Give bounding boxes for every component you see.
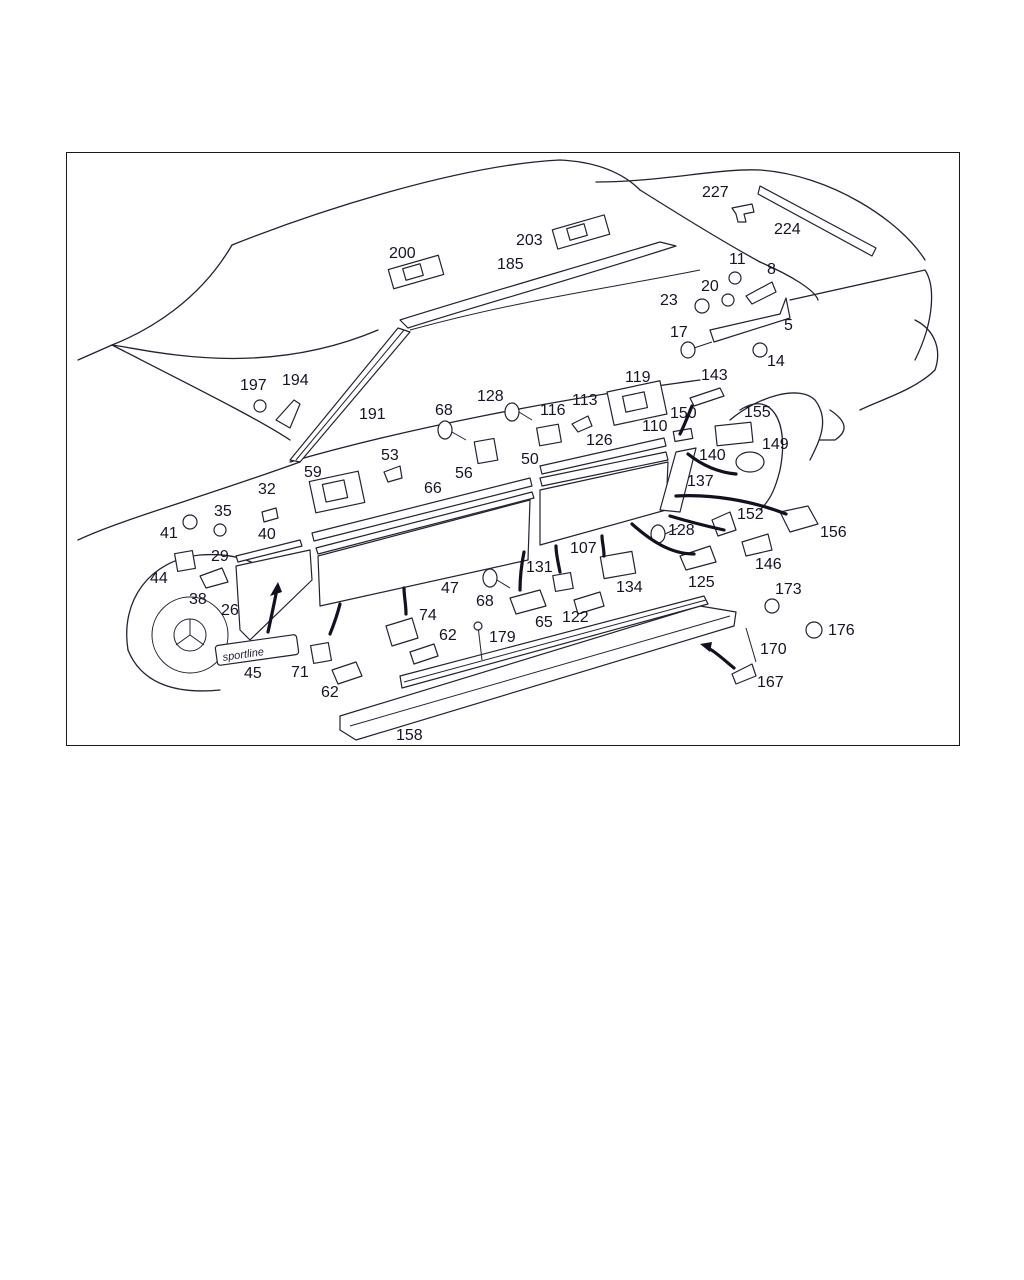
callout-65: 65 [535, 614, 553, 631]
leader-arrows [266, 404, 788, 670]
callout-20: 20 [701, 278, 719, 295]
callout-128-top: 128 [477, 388, 504, 405]
callout-113: 113 [572, 392, 598, 409]
callout-137: 137 [687, 473, 714, 490]
callout-194: 194 [282, 372, 309, 389]
moldings [235, 185, 877, 741]
callout-134: 134 [616, 579, 643, 596]
callout-179: 179 [489, 629, 516, 646]
clips-and-fasteners: sportline [173, 203, 823, 685]
callout-185: 185 [497, 256, 524, 273]
callout-29: 29 [211, 548, 229, 565]
callout-32: 32 [258, 481, 276, 498]
callout-47: 47 [441, 580, 459, 597]
callout-59: 59 [304, 464, 322, 481]
callout-167: 167 [757, 674, 784, 691]
callout-labels: 227 224 200 203 185 11 8 20 23 5 17 14 1… [150, 184, 855, 744]
callout-116: 116 [540, 402, 566, 419]
callout-17: 17 [670, 324, 688, 341]
callout-110: 110 [642, 418, 668, 435]
callout-200: 200 [389, 245, 416, 262]
callout-41: 41 [160, 525, 178, 542]
callout-224: 224 [774, 221, 801, 238]
callout-68-bottom: 68 [476, 593, 494, 610]
callout-23: 23 [660, 292, 678, 309]
callout-71: 71 [291, 664, 309, 681]
callout-119: 119 [625, 369, 651, 386]
callout-62-lower: 62 [321, 684, 339, 701]
callout-62-upper: 62 [439, 627, 457, 644]
callout-122: 122 [562, 609, 589, 626]
sportline-badge [214, 634, 300, 666]
callout-107: 107 [570, 540, 597, 557]
callout-126: 126 [586, 432, 613, 449]
callout-152: 152 [737, 506, 764, 523]
callout-56: 56 [455, 465, 473, 482]
callout-176: 176 [828, 622, 855, 639]
callout-173: 173 [775, 581, 802, 598]
callout-156: 156 [820, 524, 847, 541]
callout-40: 40 [258, 526, 276, 543]
callout-191: 191 [359, 406, 386, 423]
callout-203: 203 [516, 232, 543, 249]
callout-150: 150 [670, 405, 697, 422]
callout-50: 50 [521, 451, 539, 468]
callout-74: 74 [419, 607, 437, 624]
callout-140: 140 [699, 447, 726, 464]
callout-5: 5 [784, 317, 793, 334]
callout-143: 143 [701, 367, 728, 384]
callout-66: 66 [424, 480, 442, 497]
callout-8: 8 [767, 261, 776, 278]
callout-128-bottom: 128 [668, 522, 695, 539]
callout-45: 45 [244, 665, 262, 682]
callout-68-top: 68 [435, 402, 453, 419]
callout-170: 170 [760, 641, 787, 658]
car-body-outline [77, 159, 939, 692]
callout-146: 146 [755, 556, 782, 573]
callout-227: 227 [702, 184, 729, 201]
callout-53: 53 [381, 447, 399, 464]
callout-38: 38 [189, 591, 207, 608]
callout-158: 158 [396, 727, 423, 744]
callout-35: 35 [214, 503, 232, 520]
callout-131: 131 [526, 559, 553, 576]
callout-26: 26 [221, 602, 239, 619]
callout-125: 125 [688, 574, 715, 591]
callout-14: 14 [767, 353, 785, 370]
sportline-badge-text: sportline [222, 646, 265, 664]
callout-149: 149 [762, 436, 789, 453]
callout-11: 11 [729, 251, 746, 268]
callout-155: 155 [744, 404, 771, 421]
callout-197: 197 [240, 377, 267, 394]
callout-44: 44 [150, 570, 168, 587]
